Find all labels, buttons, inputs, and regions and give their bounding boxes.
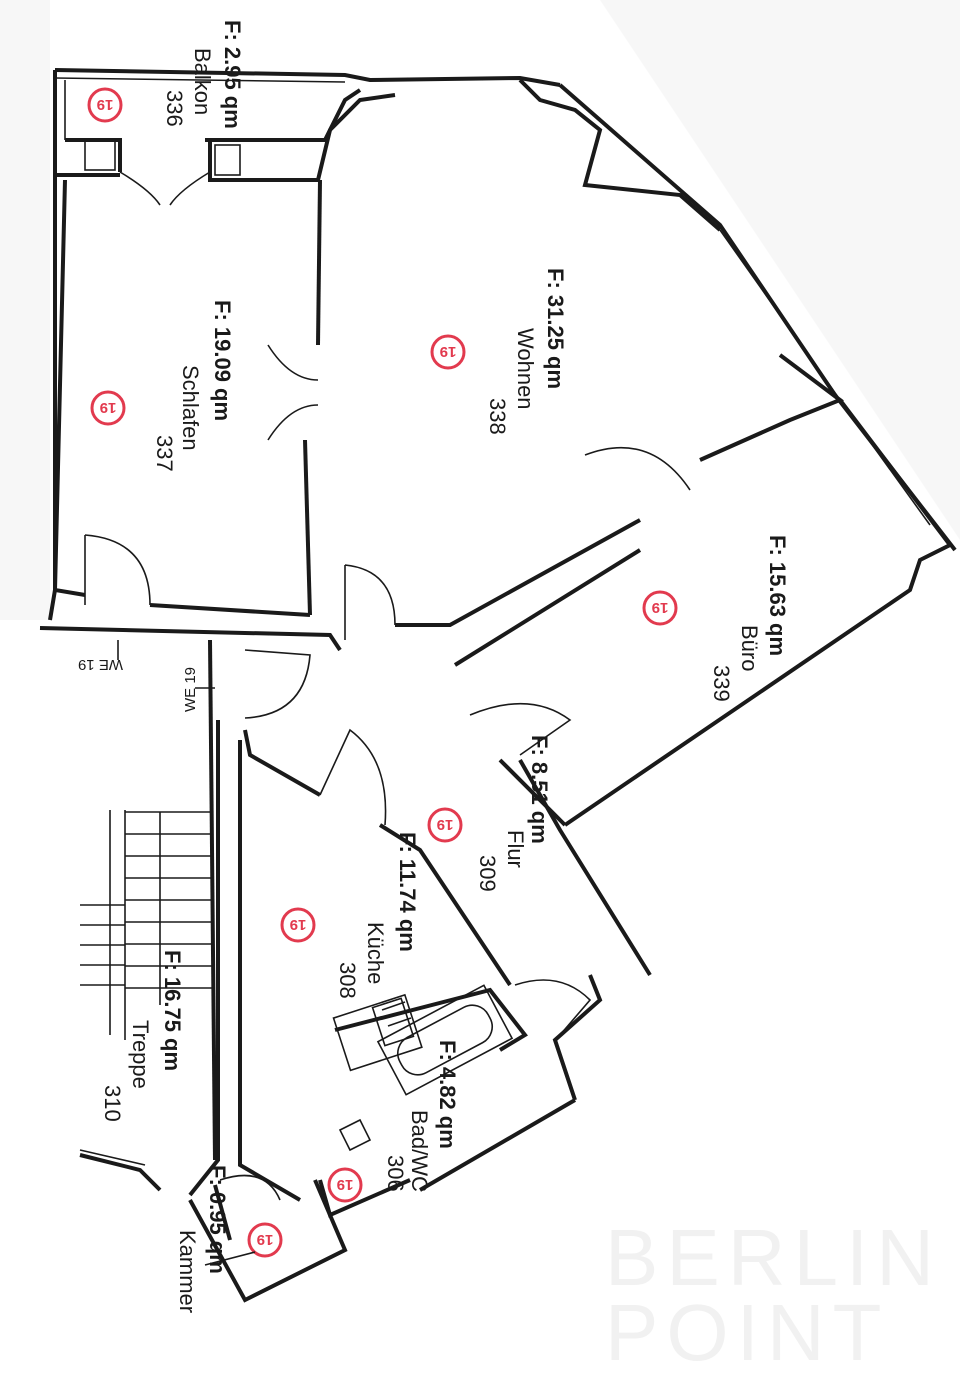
room-label-flur: F: 8.51 qm Flur 309 [475,735,552,892]
bathtub [376,984,514,1096]
unit-badge-balkon: 19 [87,87,123,123]
room-name: Küche [363,922,388,984]
door-balkon [119,171,211,206]
room-area: F: 15.63 qm [765,535,790,656]
room-area: F: 2.95 qm [220,20,245,129]
room-number: 306 [383,1155,408,1192]
unit-number: 19 [437,816,454,833]
door-bad [514,979,592,1036]
scan-edge-right [600,0,960,540]
room-area: F: 4.82 qm [435,1040,460,1149]
room-label-schlafen: F: 19.09 qm Schlafen 337 [152,300,235,472]
watermark: BERLIN POINT [605,1213,942,1377]
walls [39,68,957,1303]
door-buero [469,702,572,756]
room-name: Kammer [175,1230,200,1313]
unit-number: 19 [257,1231,274,1248]
doors [84,171,691,1201]
unit-badge-bad: 19 [327,1167,363,1203]
door-schlafen-wohnen [267,344,319,441]
room-label-buero: F: 15.63 qm Büro 339 [709,535,790,702]
room-area: F: 11.74 qm [395,832,420,952]
room-name: Treppe [128,1020,153,1089]
door-schlafen [84,534,151,606]
unit-badge-kammer: 19 [247,1222,283,1258]
room-name: Bad/WC [407,1110,432,1192]
unit-badge-buero: 19 [642,590,678,626]
room-name: Flur [503,830,528,868]
room-label-bad: F: 4.82 qm Bad/WC 306 [383,1040,460,1192]
room-number: 339 [709,665,734,702]
watermark-line-2: POINT [605,1288,889,1377]
staircase [79,810,212,1166]
room-number: 336 [162,90,187,127]
room-label-treppe: F: 16.75 qm Treppe 310 [100,950,185,1122]
room-number: 309 [475,855,500,892]
door-entrance [244,649,311,719]
room-label-kammer: F: 0.95 qm Kammer [175,1165,230,1313]
room-area: F: 19.09 qm [210,300,235,421]
room-area: F: 0.95 qm [205,1165,230,1274]
room-name: Büro [737,625,762,671]
room-number: 338 [485,398,510,435]
room-area: F: 8.51 qm [527,735,552,844]
room-number: 308 [335,962,360,999]
unit-number: 19 [652,599,669,616]
entrance-marker-side: WE 19 [182,667,199,712]
unit-badge-wohnen: 19 [430,334,466,370]
room-number: 310 [100,1085,125,1122]
unit-number: 19 [97,96,114,113]
door-wohnen-buero [584,446,691,491]
watermark-line-1: BERLIN [605,1213,942,1302]
room-label-wohnen: F: 31.25 qm Wohnen 338 [485,268,568,435]
kitchen-sink [332,993,423,1072]
scan-edge-left [0,0,50,620]
room-label-kueche: F: 11.74 qm Küche 308 [335,832,420,999]
door-kammer [219,1174,281,1201]
room-name: Schlafen [178,365,203,451]
unit-number: 19 [100,399,117,416]
door-wohnen [344,564,396,640]
room-area: F: 31.25 qm [543,268,568,389]
entrance-marker-top: WE 19 [78,656,123,673]
unit-number: 19 [337,1176,354,1193]
entrance-markers: WE 19 WE 19 [78,640,215,712]
toilet [338,1118,372,1152]
fixtures [79,810,514,1166]
room-name: Wohnen [513,328,538,410]
room-area: F: 16.75 qm [160,950,185,1071]
door-kueche [319,728,387,826]
room-name: Balkon [190,48,215,115]
unit-badge-kueche: 19 [280,907,316,943]
unit-badge-flur: 19 [427,807,463,843]
unit-number: 19 [290,916,307,933]
room-label-balkon: F: 2.95 qm Balkon 336 [162,20,245,129]
unit-number: 19 [440,343,457,360]
room-number: 337 [152,435,177,472]
unit-badge-schlafen: 19 [90,390,126,426]
